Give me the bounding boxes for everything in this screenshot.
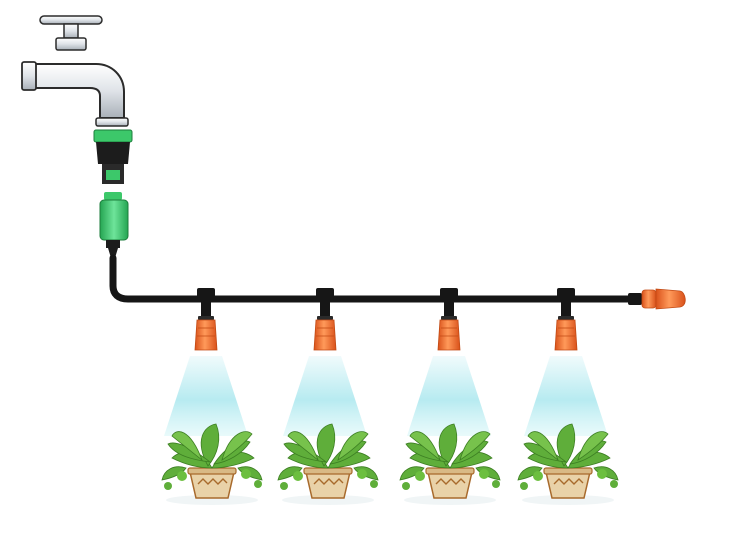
mist-station-4 (517, 287, 619, 506)
main-pipe (109, 254, 644, 303)
mist-nozzle-icon (163, 287, 249, 437)
mist-station-1 (161, 287, 263, 506)
mist-station-3 (399, 287, 501, 506)
quick-connector (99, 192, 129, 258)
potted-plant-icon (161, 423, 263, 506)
end-plug-icon (628, 288, 686, 310)
potted-plant-icon (277, 423, 379, 506)
mist-nozzle-icon (523, 287, 609, 437)
faucet-icon (21, 15, 129, 127)
mist-nozzle-icon (406, 287, 492, 437)
mist-station-2 (277, 287, 379, 506)
potted-plant-icon (517, 423, 619, 506)
mist-nozzle-icon (282, 287, 368, 437)
potted-plant-icon (399, 423, 501, 506)
hose-connector-icon (93, 129, 133, 184)
